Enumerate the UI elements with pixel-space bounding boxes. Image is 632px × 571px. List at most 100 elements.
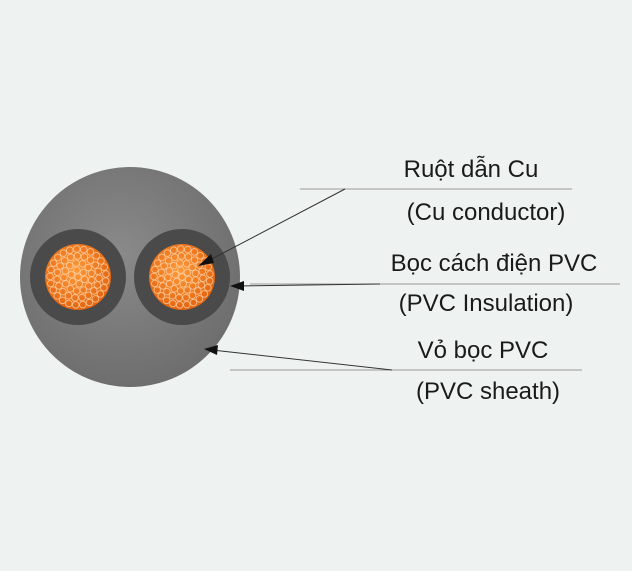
wire-strand bbox=[188, 263, 196, 272]
wire-strand bbox=[59, 249, 68, 257]
wire-strand bbox=[200, 290, 209, 298]
wire-strand bbox=[66, 284, 75, 293]
wire-strand bbox=[60, 257, 69, 265]
wire-strand bbox=[47, 265, 55, 274]
wire-strand bbox=[56, 262, 64, 270]
wire-strand bbox=[86, 256, 95, 264]
wire-strand bbox=[182, 260, 191, 268]
wire-strand bbox=[61, 267, 70, 275]
wire-strand bbox=[84, 291, 93, 299]
wire-strand bbox=[165, 267, 174, 275]
wire-strand bbox=[163, 287, 171, 296]
wire-strand bbox=[97, 257, 105, 265]
wire-strand bbox=[162, 296, 171, 305]
wire-strand bbox=[189, 298, 198, 307]
wire-strand bbox=[92, 251, 100, 260]
conductor-label-vi: Ruột dẫn Cu bbox=[403, 156, 539, 183]
wire-strand bbox=[66, 261, 74, 270]
wire-strand bbox=[190, 256, 199, 264]
wire-strand bbox=[191, 276, 200, 284]
wire-strand bbox=[188, 291, 197, 299]
wire-strand bbox=[151, 265, 159, 274]
insulation-label-vi: Bọc cách điện PVC bbox=[390, 250, 598, 277]
wire-strand bbox=[85, 298, 94, 307]
insulation-leader-arrow bbox=[230, 281, 381, 291]
conductor-leader-arrow bbox=[198, 188, 346, 266]
wire-strand bbox=[171, 270, 180, 279]
wire-strand bbox=[47, 279, 55, 288]
wire-strand bbox=[168, 291, 177, 300]
wire-strand bbox=[53, 292, 62, 300]
insulation-label-en: (PVC Insulation) bbox=[398, 290, 574, 317]
wire-strand bbox=[65, 299, 73, 308]
wire-strand bbox=[80, 253, 89, 261]
wire-strand bbox=[46, 272, 54, 281]
wire-strand bbox=[175, 301, 184, 309]
wire-strand bbox=[91, 261, 100, 269]
wire-strand bbox=[101, 277, 110, 285]
wire-strand bbox=[79, 245, 88, 254]
wire-strand bbox=[49, 259, 58, 267]
conductor-right bbox=[149, 244, 215, 310]
wire-strand bbox=[153, 259, 162, 267]
wire-strand bbox=[199, 274, 207, 282]
wire-strand bbox=[175, 294, 183, 302]
wire-strand bbox=[170, 246, 178, 254]
wire-strand bbox=[95, 274, 103, 282]
wire-strand bbox=[172, 277, 181, 286]
wire-strand bbox=[205, 277, 214, 285]
wire-strand bbox=[157, 268, 166, 277]
wire-strand bbox=[86, 248, 95, 256]
wire-strand bbox=[59, 287, 67, 296]
wire-strand bbox=[150, 272, 158, 281]
wire-strand bbox=[179, 280, 187, 288]
wire-strand bbox=[54, 253, 62, 262]
wire-strand bbox=[169, 299, 177, 308]
wire-strand bbox=[53, 268, 62, 277]
wire-strand bbox=[55, 282, 63, 290]
wire-strand bbox=[67, 270, 76, 279]
wire-strand bbox=[183, 268, 192, 277]
wire-strand bbox=[190, 248, 199, 256]
wire-strand bbox=[159, 282, 167, 290]
wire-strand bbox=[93, 281, 102, 289]
wire-strand bbox=[49, 286, 57, 294]
sheath-label-vi: Vỏ bọc PVC bbox=[417, 337, 549, 364]
wire-strand bbox=[196, 251, 204, 260]
wire-strand bbox=[160, 262, 168, 270]
wire-strand bbox=[164, 257, 173, 265]
wire-strand bbox=[195, 295, 204, 303]
wire-strand bbox=[100, 263, 108, 271]
wire-strand bbox=[163, 249, 172, 257]
wire-strand bbox=[204, 284, 212, 292]
wire-strand bbox=[183, 245, 192, 254]
wire-strand bbox=[68, 277, 77, 286]
wire-strand bbox=[84, 263, 92, 272]
conductor-label-en: (Cu conductor) bbox=[406, 199, 566, 226]
wire-strand bbox=[157, 292, 165, 300]
wire-strand bbox=[197, 281, 206, 289]
wire-strand bbox=[73, 266, 81, 274]
wire-strand bbox=[79, 268, 88, 277]
wire-strand bbox=[75, 280, 83, 288]
wire-strand bbox=[96, 290, 105, 298]
wire-strand bbox=[71, 294, 79, 302]
pvc-sheath bbox=[20, 167, 240, 387]
conductor-left bbox=[45, 244, 111, 310]
wire-strand bbox=[170, 261, 178, 270]
wire-strand bbox=[158, 253, 166, 262]
wire-strand bbox=[153, 286, 161, 294]
wire-strand bbox=[66, 246, 74, 254]
wire-strand bbox=[84, 282, 93, 290]
sheath-leader-arrow bbox=[204, 345, 393, 371]
wire-strand bbox=[87, 276, 96, 284]
wire-strand bbox=[91, 295, 100, 303]
wire-strand bbox=[184, 275, 193, 284]
wire-strand bbox=[177, 266, 185, 274]
wire-strand bbox=[90, 287, 98, 295]
wire-strand bbox=[178, 273, 186, 281]
sheath-label-en: (PVC sheath) bbox=[415, 378, 561, 405]
wire-strand bbox=[71, 301, 80, 309]
wire-strand bbox=[194, 287, 202, 295]
